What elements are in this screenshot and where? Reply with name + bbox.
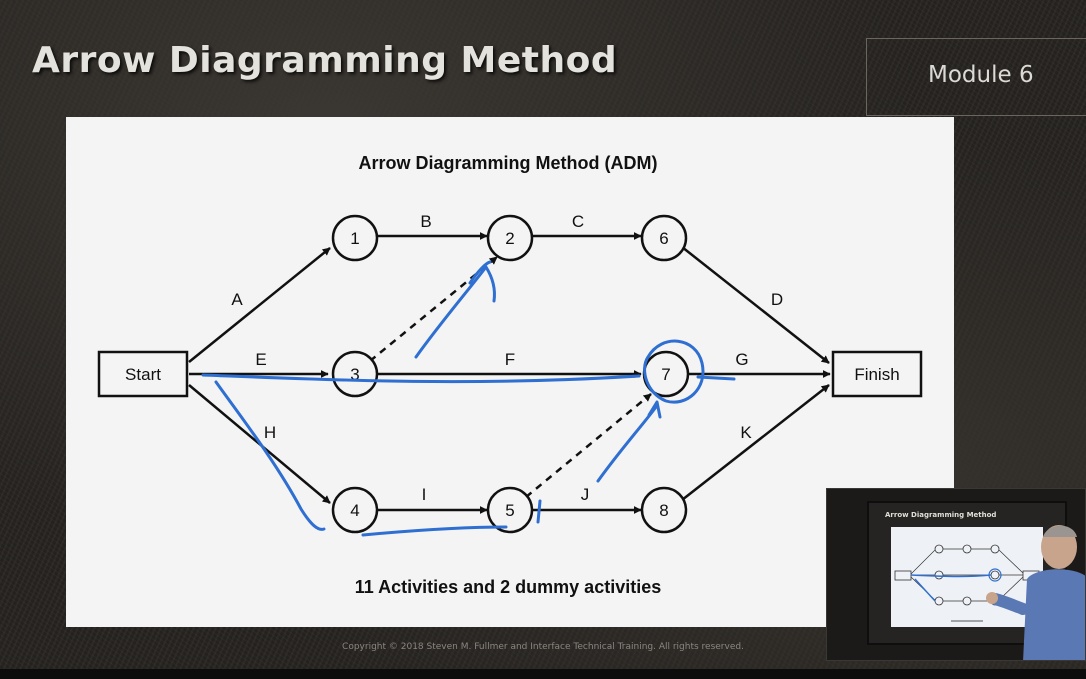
node-4 — [331, 486, 379, 534]
node-8-label: 8 — [659, 501, 668, 520]
bottom-bar — [0, 669, 1086, 679]
activity-f-label: F — [505, 350, 515, 369]
activity-e-label: E — [255, 350, 266, 369]
presenter-figure — [986, 525, 1085, 660]
activity-d-label: D — [771, 290, 783, 309]
pip-slide-title: Arrow Diagramming Method — [885, 511, 997, 519]
activity-g-label: G — [735, 350, 748, 369]
node-8 — [640, 486, 688, 534]
node-1 — [331, 214, 379, 262]
node-6 — [640, 214, 688, 262]
ink-arrow-j-to-7 — [596, 405, 658, 483]
ink-path-h — [214, 380, 326, 531]
arrow-a — [188, 247, 331, 363]
node-2 — [486, 214, 534, 262]
copyright-text: Copyright © 2018 Steven M. Fullmer and I… — [342, 642, 744, 652]
activity-a-label: A — [231, 290, 243, 309]
activity-i-label: I — [422, 485, 427, 504]
node-5 — [486, 486, 534, 534]
ink-path-i — [361, 525, 508, 537]
node-2-label: 2 — [505, 229, 514, 248]
ink-arrowhead-2 — [468, 260, 492, 285]
node-5-label: 5 — [505, 501, 514, 520]
activity-b-label: B — [420, 212, 431, 231]
module-label: Module 6 — [928, 62, 1034, 88]
presenter-video-thumbnail: Arrow Diagramming Method — [826, 488, 1086, 661]
module-box — [866, 38, 1086, 116]
slide-caption: 11 Activities and 2 dummy activities — [355, 577, 661, 597]
start-node — [97, 350, 189, 398]
arrow-d — [681, 246, 830, 364]
ink-stroke-g — [696, 375, 736, 381]
ink-circle-node-7 — [643, 339, 705, 404]
dummy-arrow-5-7 — [525, 393, 652, 498]
slide-panel: Arrow Diagramming Method (ADM) Start Fin… — [66, 117, 954, 627]
node-4-label: 4 — [350, 501, 359, 520]
ink-arrow-3-to-2 — [414, 265, 496, 359]
finish-label: Finish — [854, 365, 899, 384]
node-1-label: 1 — [350, 229, 359, 248]
node-7-label: 7 — [661, 365, 670, 384]
arrow-k — [681, 384, 830, 501]
ink-arrowhead-7 — [647, 400, 662, 419]
page-title: Arrow Diagramming Method — [32, 40, 618, 81]
slide-title: Arrow Diagramming Method (ADM) — [359, 153, 658, 173]
node-3-label: 3 — [350, 365, 359, 384]
activity-c-label: C — [572, 212, 584, 231]
activity-h-label: H — [264, 423, 276, 442]
ink-path-start-to-7 — [201, 373, 641, 384]
start-label: Start — [125, 365, 161, 384]
ink-tick-5 — [536, 499, 542, 524]
activity-k-label: K — [740, 423, 752, 442]
node-3 — [331, 350, 379, 398]
node-6-label: 6 — [659, 229, 668, 248]
activity-j-label: J — [581, 485, 590, 504]
pip-diagram-sketch — [894, 544, 1040, 622]
network-diagram: Arrow Diagramming Method (ADM) Start Fin… — [97, 153, 923, 597]
finish-node — [831, 350, 923, 398]
